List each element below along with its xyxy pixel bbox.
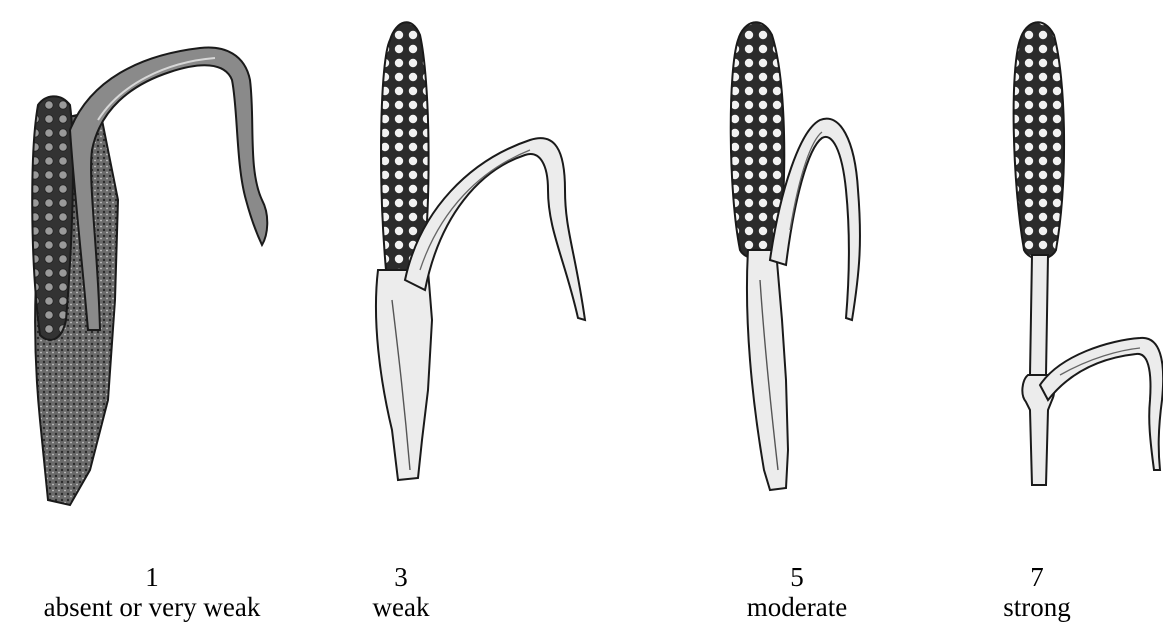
ear-7 [1014, 22, 1064, 259]
stage-1-label: absent or very weak [44, 592, 261, 622]
stage-7-label: strong [1003, 592, 1071, 622]
plant-illustration-stage-3 [376, 22, 585, 480]
stage-5-label: moderate [747, 592, 847, 622]
peduncle-7 [1030, 255, 1048, 375]
stage-3-score: 3 [394, 562, 408, 592]
leaf-7 [1040, 338, 1163, 470]
ear-1 [32, 96, 73, 340]
plant-illustration-stage-7 [1014, 22, 1163, 485]
leaf-3 [405, 138, 585, 320]
plant-illustration-stage-5 [731, 22, 860, 490]
stage-7-score: 7 [1030, 562, 1044, 592]
stem-sheath-3 [376, 270, 432, 480]
stage-3-label: weak [373, 592, 430, 622]
stage-5-score: 5 [790, 562, 804, 592]
stage-1-score: 1 [145, 562, 159, 592]
plant-illustration-stage-1 [32, 47, 267, 505]
